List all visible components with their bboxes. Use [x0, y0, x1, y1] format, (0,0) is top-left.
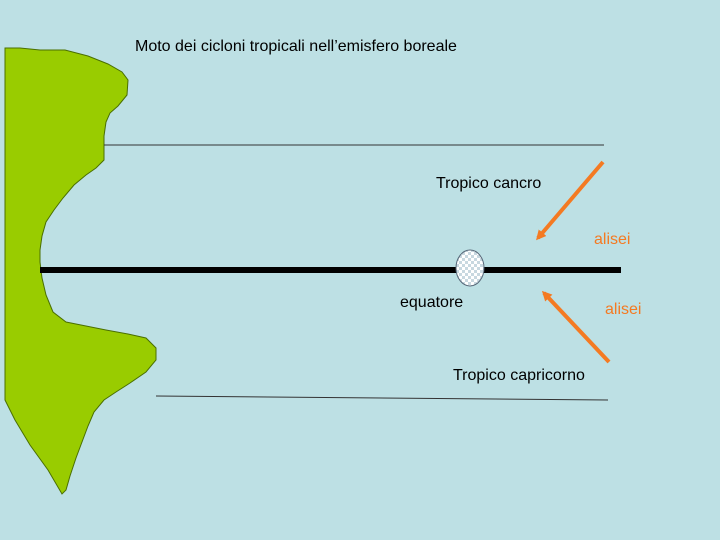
trade-wind-arrow-north [536, 160, 605, 241]
equator-label: equatore [400, 294, 464, 311]
tropic-capricorn-line [155, 395, 609, 401]
land-mass [4, 47, 157, 495]
diagram-title: Moto dei cicloni tropicali nell’emisfero… [135, 38, 457, 55]
tropic-cancer-label: Tropico cancro [436, 175, 542, 192]
trade-winds-south-label: alisei [605, 301, 642, 318]
trade-wind-arrow-south [541, 290, 611, 364]
tropic-capricorn-label: Tropico capricorno [453, 367, 585, 384]
checkered-oval-icon [455, 249, 485, 287]
trade-winds-north-label: alisei [594, 231, 631, 248]
